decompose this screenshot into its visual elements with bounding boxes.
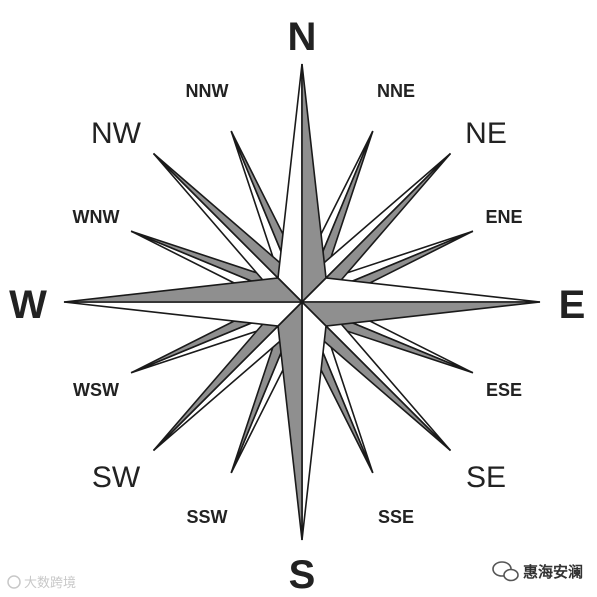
point-w-left-face <box>63 301 304 327</box>
label-northeast: NE <box>465 117 507 150</box>
label-sse: SSE <box>378 507 414 527</box>
label-west: W <box>9 283 47 327</box>
intercardinal-points <box>152 152 452 452</box>
label-ese: ESE <box>486 380 522 400</box>
watermark-right-text: 惠海安澜 <box>523 563 583 581</box>
label-south: S <box>289 553 316 597</box>
point-s-left-face <box>301 300 327 541</box>
label-nnw: NNW <box>186 81 229 101</box>
point-n-left-face <box>277 63 303 304</box>
point-n-right-face <box>301 63 327 304</box>
point-e-left-face <box>300 277 541 303</box>
watermark-right: 惠海安澜 <box>492 561 583 582</box>
label-wnw: WNW <box>73 207 120 227</box>
wechat-icon <box>492 561 519 582</box>
label-northwest: NW <box>91 117 142 150</box>
label-southwest: SW <box>92 461 141 494</box>
watermark-left-text: 大数跨境 <box>24 576 76 591</box>
label-ssw: SSW <box>186 507 227 527</box>
point-e-right-face <box>300 301 541 327</box>
point-s-right-face <box>277 300 303 541</box>
label-southeast: SE <box>466 461 506 494</box>
watermark-left-icon <box>7 575 21 589</box>
point-w-right-face <box>63 277 304 303</box>
label-east: E <box>559 283 586 327</box>
label-nne: NNE <box>377 81 415 101</box>
watermark-left: 大数跨境 <box>7 575 76 591</box>
label-north: N <box>288 15 317 59</box>
label-wsw: WSW <box>73 380 119 400</box>
label-ene: ENE <box>485 207 522 227</box>
cardinal-points <box>63 63 541 541</box>
